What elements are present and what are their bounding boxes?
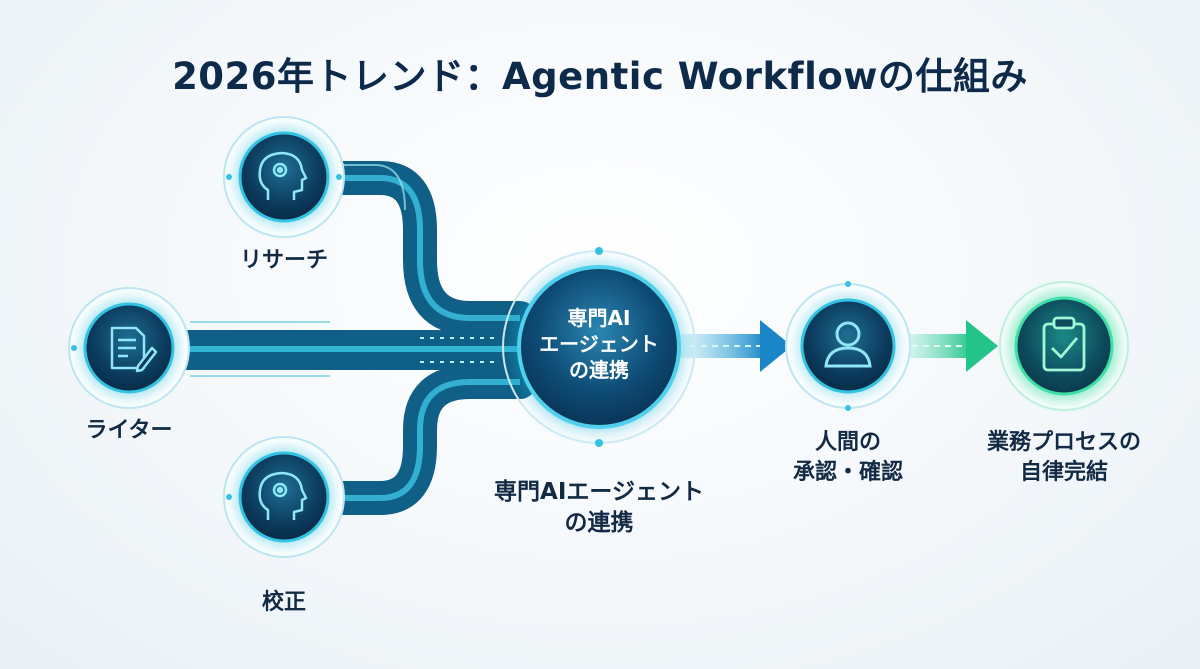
hub-caption: 専門AIエージェント の連携 [494, 479, 704, 537]
document-pen-icon [110, 326, 158, 373]
agent-label-research: リサーチ [239, 248, 328, 273]
agent-label-writer: ライター [85, 418, 173, 443]
brain-gear-head-icon [258, 151, 308, 200]
hub-inner-label: 専門AI エージェント の連携 [539, 306, 659, 382]
node-proofreading [223, 436, 345, 558]
node-writer [68, 287, 190, 409]
flow-pipe-research [313, 161, 537, 335]
node-approval [785, 281, 911, 411]
node-hub [502, 247, 696, 447]
brain-gear-head-icon [258, 471, 308, 520]
approval-label: 人間の 承認・確認 [792, 430, 903, 485]
agent-label-proofreading: 校正 [261, 590, 306, 615]
flow-arrow-to-approval [680, 320, 792, 372]
node-research [223, 116, 345, 238]
person-icon [824, 321, 872, 368]
node-completion [999, 281, 1129, 411]
page-title: 2026年トレンド：Agentic Workflowの仕組み [172, 55, 1028, 98]
flow-pipe-writer [180, 321, 520, 377]
flow-arrow-to-completion [905, 320, 998, 372]
clipboard-check-icon [1042, 316, 1086, 372]
flow-pipe-proofreading [313, 365, 537, 515]
completion-label: 業務プロセスの 自律完結 [986, 430, 1141, 485]
